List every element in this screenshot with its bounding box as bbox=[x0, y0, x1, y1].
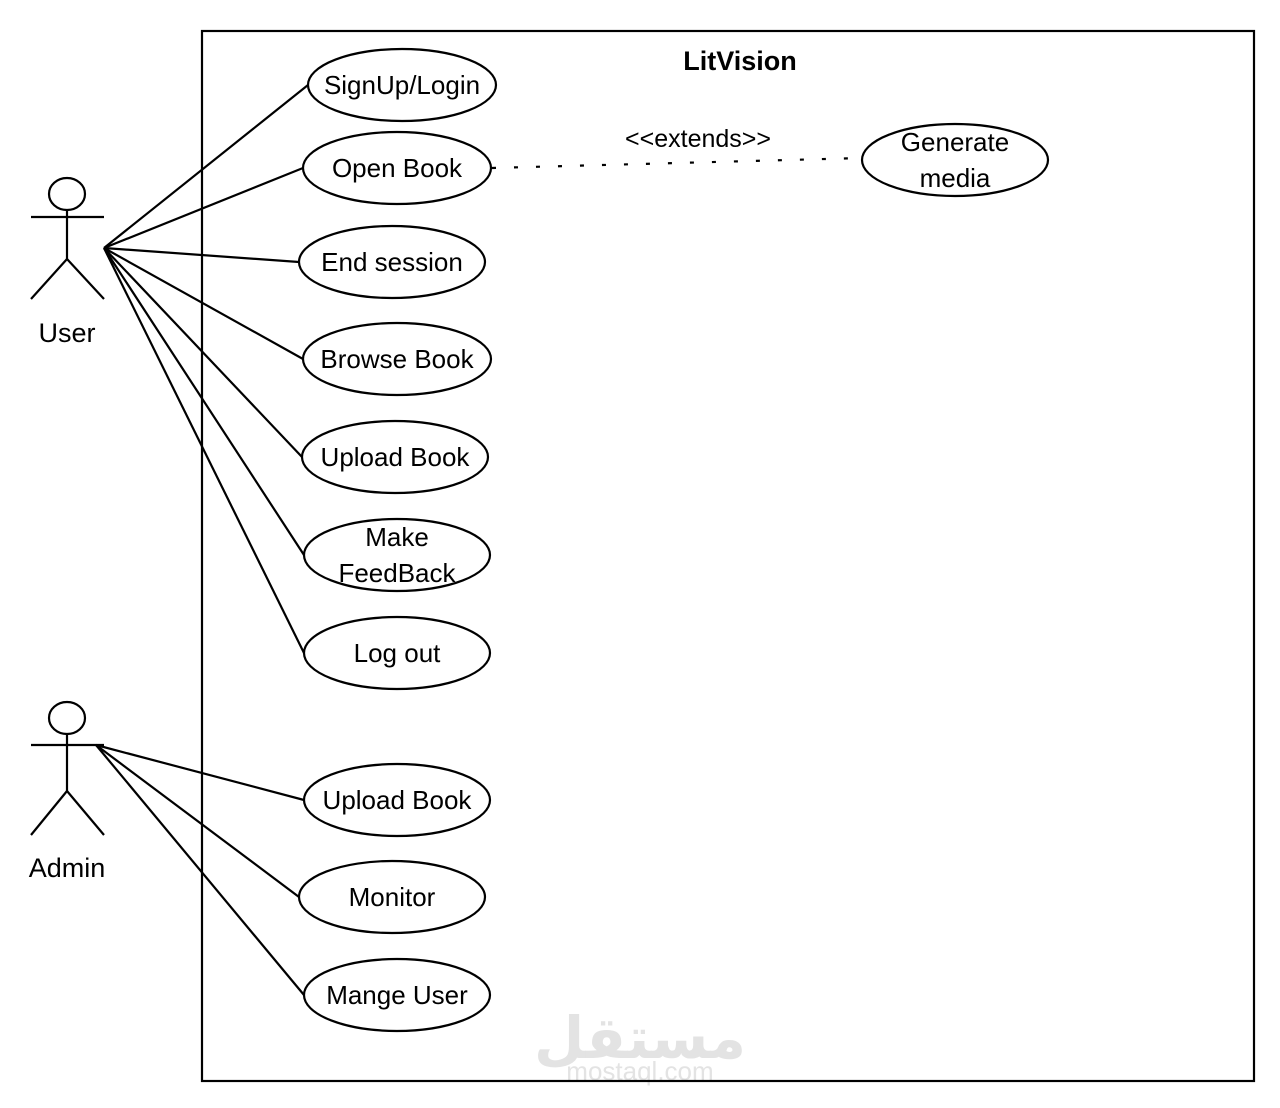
use-case-label: Upload Book bbox=[321, 442, 471, 472]
stick-figure-icon bbox=[30, 700, 105, 836]
actor-user[interactable]: User bbox=[30, 176, 105, 348]
use-case-logout[interactable]: Log out bbox=[302, 615, 492, 691]
associations bbox=[95, 84, 309, 996]
association-line-user-uc_upload_user bbox=[103, 247, 303, 458]
use-case-label: media bbox=[920, 163, 991, 193]
system-boundary bbox=[200, 29, 1256, 1083]
extends-relation: <<extends>> bbox=[491, 125, 863, 170]
actor-label: User bbox=[38, 318, 95, 348]
watermark: مستقل mostaql.com bbox=[534, 1004, 746, 1086]
extends-dotted-line bbox=[491, 156, 863, 170]
use-case-open[interactable]: Open Book bbox=[301, 130, 493, 206]
use-case-ellipse bbox=[302, 517, 492, 593]
association-line-user-uc_signup bbox=[103, 84, 309, 249]
association-line-admin-uc_monitor bbox=[95, 744, 300, 898]
use-case-ellipse bbox=[302, 615, 492, 691]
use-case-label: Log out bbox=[354, 638, 442, 668]
actor-admin[interactable]: Admin bbox=[29, 700, 106, 883]
association-line-user-uc_end bbox=[103, 246, 300, 264]
actor-label: Admin bbox=[29, 853, 106, 883]
use-case-label: Generate bbox=[901, 127, 1009, 157]
association-line-user-uc_browse bbox=[103, 247, 304, 360]
stick-figure-icon bbox=[30, 176, 105, 300]
use-case-ellipse bbox=[306, 47, 498, 123]
use-case-monitor[interactable]: Monitor bbox=[297, 859, 487, 935]
use-case-generate[interactable]: Generate media bbox=[860, 122, 1050, 198]
association-line-admin-uc_upload_admin bbox=[95, 743, 305, 802]
use-case-ellipse bbox=[297, 859, 487, 935]
use-case-label: Mange User bbox=[326, 980, 468, 1010]
association-line-user-uc_feedback bbox=[103, 247, 305, 556]
use-case-label: Make bbox=[365, 522, 429, 552]
use-case-upload-admin[interactable]: Upload Book bbox=[302, 762, 492, 838]
association-line-admin-uc_manage bbox=[95, 744, 305, 996]
use-case-upload-user[interactable]: Upload Book bbox=[300, 419, 490, 495]
use-case-label: FeedBack bbox=[338, 558, 456, 588]
use-case-ellipse bbox=[300, 419, 490, 495]
use-case-label: Monitor bbox=[349, 882, 436, 912]
use-case-label: Upload Book bbox=[323, 785, 473, 815]
extends-label: <<extends>> bbox=[625, 125, 771, 153]
use-case-signup[interactable]: SignUp/Login bbox=[306, 47, 498, 123]
use-case-manage[interactable]: Mange User bbox=[302, 957, 492, 1033]
use-case-ellipse bbox=[302, 957, 492, 1033]
use-case-ellipse bbox=[860, 122, 1050, 198]
use-case-ellipse bbox=[301, 130, 493, 206]
use-case-end[interactable]: End session bbox=[297, 224, 487, 300]
use-case-label: End session bbox=[321, 247, 463, 277]
use-case-ellipse bbox=[301, 321, 493, 397]
association-line-user-uc_logout bbox=[103, 247, 305, 654]
use-case-ellipse bbox=[302, 762, 492, 838]
use-case-label: Browse Book bbox=[320, 344, 474, 374]
use-case-label: SignUp/Login bbox=[324, 70, 480, 100]
use-case-ellipse bbox=[297, 224, 487, 300]
system-title: LitVision bbox=[683, 46, 797, 76]
association-line-user-uc_open bbox=[103, 166, 304, 250]
use-case-label: Open Book bbox=[332, 153, 463, 183]
use-case-browse[interactable]: Browse Book bbox=[301, 321, 493, 397]
watermark-arabic: مستقل bbox=[534, 1004, 746, 1072]
